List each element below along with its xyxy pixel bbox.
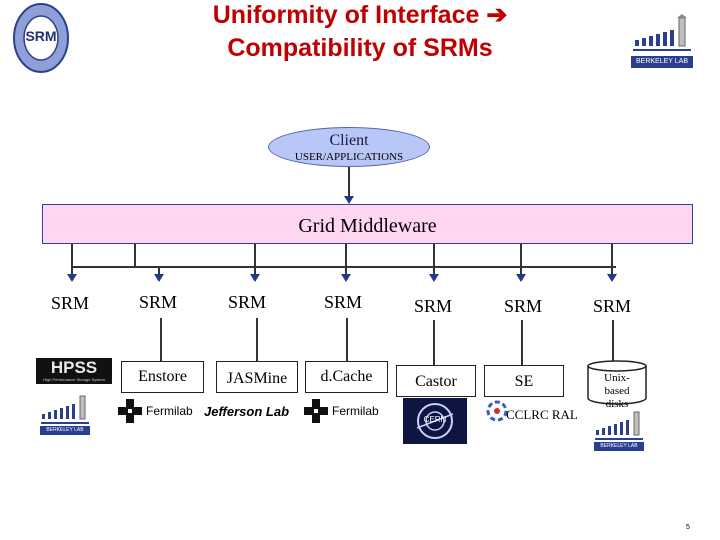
cern-wordmark: CERN xyxy=(423,415,447,424)
fermilab-wordmark-1: Fermilab xyxy=(146,404,193,418)
unix-disk-label: Unix-based disks xyxy=(604,372,630,410)
drop-line-5 xyxy=(433,244,435,276)
berkeley-lab-logo: BERKELEY LAB xyxy=(631,14,693,70)
fermilab-logo-2: Fermilab xyxy=(304,399,386,425)
page-title: Uniformity of Interface ➔ xyxy=(120,0,600,30)
drop-arrow-3 xyxy=(250,274,260,282)
bus-stub xyxy=(134,244,136,268)
berkeley-lab-logo-small-right: BERKELEY LAB xyxy=(594,410,644,454)
se-label: SE xyxy=(514,373,534,390)
srm-seal-text: SRM xyxy=(25,28,57,44)
drop-line-3 xyxy=(254,244,256,276)
hpss-logo: HPSS High Performance Storage System xyxy=(36,358,112,384)
srm-connector-2 xyxy=(160,318,162,362)
title-line1: Uniformity of Interface xyxy=(212,1,480,29)
jefferson-lab-wordmark: Jefferson Lab xyxy=(204,404,290,419)
srm-connector-5 xyxy=(433,320,435,366)
berkeley-lab-small-wordmark: BERKELEY LAB xyxy=(40,426,90,435)
srm-label-6: SRM xyxy=(503,296,543,316)
fermilab-logo-1: Fermilab xyxy=(118,399,200,425)
berkeley-lab-small-right-wordmark: BERKELEY LAB xyxy=(594,442,644,451)
drop-line-7 xyxy=(611,244,613,276)
page-number: 5 xyxy=(686,524,690,531)
jefferson-lab-logo: Jefferson Lab xyxy=(204,404,304,424)
srm-label-7: SRM xyxy=(592,296,632,316)
client-label: Client xyxy=(329,132,369,149)
hpss-wordmark: HPSS xyxy=(50,358,98,377)
cclrc-label: CCLRC RAL xyxy=(506,407,578,422)
srm-label-2: SRM xyxy=(138,292,178,312)
castor-label: Castor xyxy=(415,373,457,390)
drop-arrow-7 xyxy=(607,274,617,282)
bus-line-upper xyxy=(71,244,73,268)
berkeley-lab-logo-small: BERKELEY LAB xyxy=(40,394,90,438)
srm-connector-7 xyxy=(612,320,614,364)
grid-middleware-bar xyxy=(42,204,693,244)
srm-seal-logo: SRM xyxy=(12,2,70,74)
cern-logo: CERN xyxy=(403,398,467,444)
srm-connector-4 xyxy=(346,318,348,362)
bus-line-top xyxy=(71,266,616,268)
srm-label-3: SRM xyxy=(227,292,267,312)
drop-arrow-5 xyxy=(429,274,439,282)
srm-label-4: SRM xyxy=(323,292,363,312)
client-sublabel: USER/APPLICATIONS xyxy=(294,151,404,163)
drop-arrow-4 xyxy=(341,274,351,282)
enstore-label: Enstore xyxy=(138,368,187,385)
dcache-label: d.Cache xyxy=(320,368,373,385)
berkeley-lab-wordmark: BERKELEY LAB xyxy=(631,56,693,68)
drop-line-6 xyxy=(520,244,522,276)
castor-box: Castor xyxy=(396,365,476,397)
unix-disk-cylinder: Unix-based disks xyxy=(586,360,648,410)
srm-connector-3 xyxy=(256,318,258,362)
hpss-tagline: High Performance Storage System xyxy=(43,377,105,382)
cclrc-logo-mark xyxy=(486,400,508,422)
drop-arrow-6 xyxy=(516,274,526,282)
client-node xyxy=(268,127,430,167)
enstore-box: Enstore xyxy=(121,361,204,393)
client-connector xyxy=(348,167,350,197)
jasmine-label: JASMine xyxy=(226,370,288,387)
grid-middleware-label: Grid Middleware xyxy=(298,215,437,237)
drop-line-2 xyxy=(158,266,160,276)
dcache-box: d.Cache xyxy=(305,361,388,393)
srm-label-1: SRM xyxy=(50,293,90,313)
client-arrow-head xyxy=(344,196,354,204)
se-box: SE xyxy=(484,365,564,397)
fermilab-wordmark-2: Fermilab xyxy=(332,404,379,418)
drop-arrow-2 xyxy=(154,274,164,282)
srm-connector-6 xyxy=(521,320,523,366)
drop-arrow-1 xyxy=(67,274,77,282)
drop-line-1 xyxy=(71,266,73,276)
jasmine-box: JASMine xyxy=(216,361,298,393)
drop-line-4 xyxy=(345,244,347,276)
srm-label-5: SRM xyxy=(413,296,453,316)
page-subtitle: Compatibility of SRMs xyxy=(227,34,493,62)
arrow-icon: ➔ xyxy=(486,1,508,29)
